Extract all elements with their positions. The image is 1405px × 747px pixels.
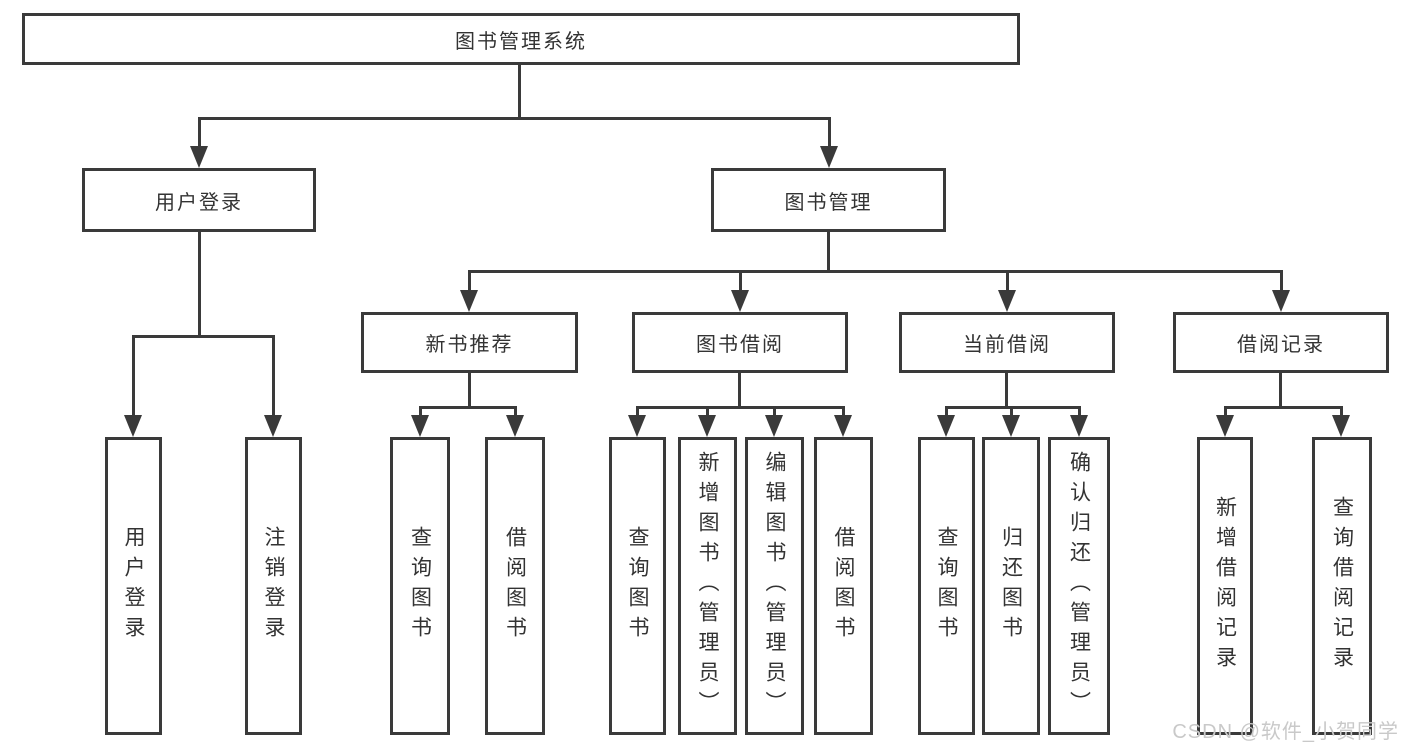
connector-v-line	[1280, 270, 1283, 290]
arrowhead-down-icon	[698, 415, 716, 437]
leaf-user-login: 用户登录	[105, 437, 162, 735]
connector-h-line	[419, 406, 517, 409]
node-user-login: 用户登录	[82, 168, 316, 232]
arrowhead-down-icon	[264, 415, 282, 437]
arrowhead-down-icon	[1216, 415, 1234, 437]
leaf-borrow-books-recommend: 借阅图书	[485, 437, 545, 735]
connector-v-line	[468, 270, 471, 290]
arrowhead-down-icon	[190, 146, 208, 168]
leaf-borrow-books: 借阅图书	[814, 437, 873, 735]
arrowhead-down-icon	[998, 290, 1016, 312]
connector-h-line	[945, 406, 1081, 409]
node-borrow-records: 借阅记录	[1173, 312, 1389, 373]
arrowhead-down-icon	[1272, 290, 1290, 312]
arrowhead-down-icon	[628, 415, 646, 437]
connector-v-line	[1340, 406, 1343, 415]
connector-v-line	[1005, 373, 1008, 406]
arrowhead-down-icon	[731, 290, 749, 312]
connector-v-line	[1224, 406, 1227, 415]
connector-v-line	[419, 406, 422, 415]
connector-v-line	[827, 232, 830, 270]
connector-v-line	[636, 406, 639, 415]
arrowhead-down-icon	[1002, 415, 1020, 437]
connector-h-line	[636, 406, 845, 409]
node-book-management: 图书管理	[711, 168, 946, 232]
connector-v-line	[842, 406, 845, 415]
arrowhead-down-icon	[937, 415, 955, 437]
connector-v-line	[518, 65, 521, 117]
arrowhead-down-icon	[460, 290, 478, 312]
connector-v-line	[738, 373, 741, 406]
connector-v-line	[739, 270, 742, 290]
arrowhead-down-icon	[765, 415, 783, 437]
leaf-query-borrow-record: 查询借阅记录	[1312, 437, 1372, 735]
leaf-query-books-current: 查询图书	[918, 437, 975, 735]
connector-v-line	[198, 117, 201, 147]
connector-v-line	[1078, 406, 1081, 415]
connector-v-line	[706, 406, 709, 415]
node-root: 图书管理系统	[22, 13, 1020, 65]
connector-v-line	[773, 406, 776, 415]
node-book-borrow: 图书借阅	[632, 312, 848, 373]
arrowhead-down-icon	[1332, 415, 1350, 437]
leaf-add-book-admin: 新增图书（管理员）	[678, 437, 737, 735]
connector-h-line	[468, 270, 1283, 273]
arrowhead-down-icon	[834, 415, 852, 437]
arrowhead-down-icon	[506, 415, 524, 437]
leaf-edit-book-admin: 编辑图书（管理员）	[745, 437, 804, 735]
arrowhead-down-icon	[820, 146, 838, 168]
connector-v-line	[828, 117, 831, 147]
connector-v-line	[514, 406, 517, 415]
connector-v-line	[1279, 373, 1282, 406]
connector-v-line	[132, 335, 135, 415]
connector-v-line	[468, 373, 471, 406]
leaf-add-borrow-record: 新增借阅记录	[1197, 437, 1253, 735]
leaf-confirm-return-admin: 确认归还（管理员）	[1048, 437, 1110, 735]
leaf-logout: 注销登录	[245, 437, 302, 735]
leaf-query-books-borrow: 查询图书	[609, 437, 666, 735]
connector-v-line	[272, 335, 275, 415]
connector-h-line	[132, 335, 275, 338]
csdn-watermark: CSDN @软件_小贺同学	[1172, 721, 1399, 743]
arrowhead-down-icon	[411, 415, 429, 437]
connector-v-line	[1010, 406, 1013, 415]
connector-h-line	[1224, 406, 1343, 409]
node-current-borrow: 当前借阅	[899, 312, 1115, 373]
node-new-book-recommend: 新书推荐	[361, 312, 578, 373]
connector-v-line	[1006, 270, 1009, 290]
arrowhead-down-icon	[124, 415, 142, 437]
arrowhead-down-icon	[1070, 415, 1088, 437]
connector-h-line	[198, 117, 831, 120]
leaf-query-books-recommend: 查询图书	[390, 437, 450, 735]
connector-v-line	[945, 406, 948, 415]
connector-v-line	[198, 232, 201, 335]
leaf-return-books: 归还图书	[982, 437, 1040, 735]
